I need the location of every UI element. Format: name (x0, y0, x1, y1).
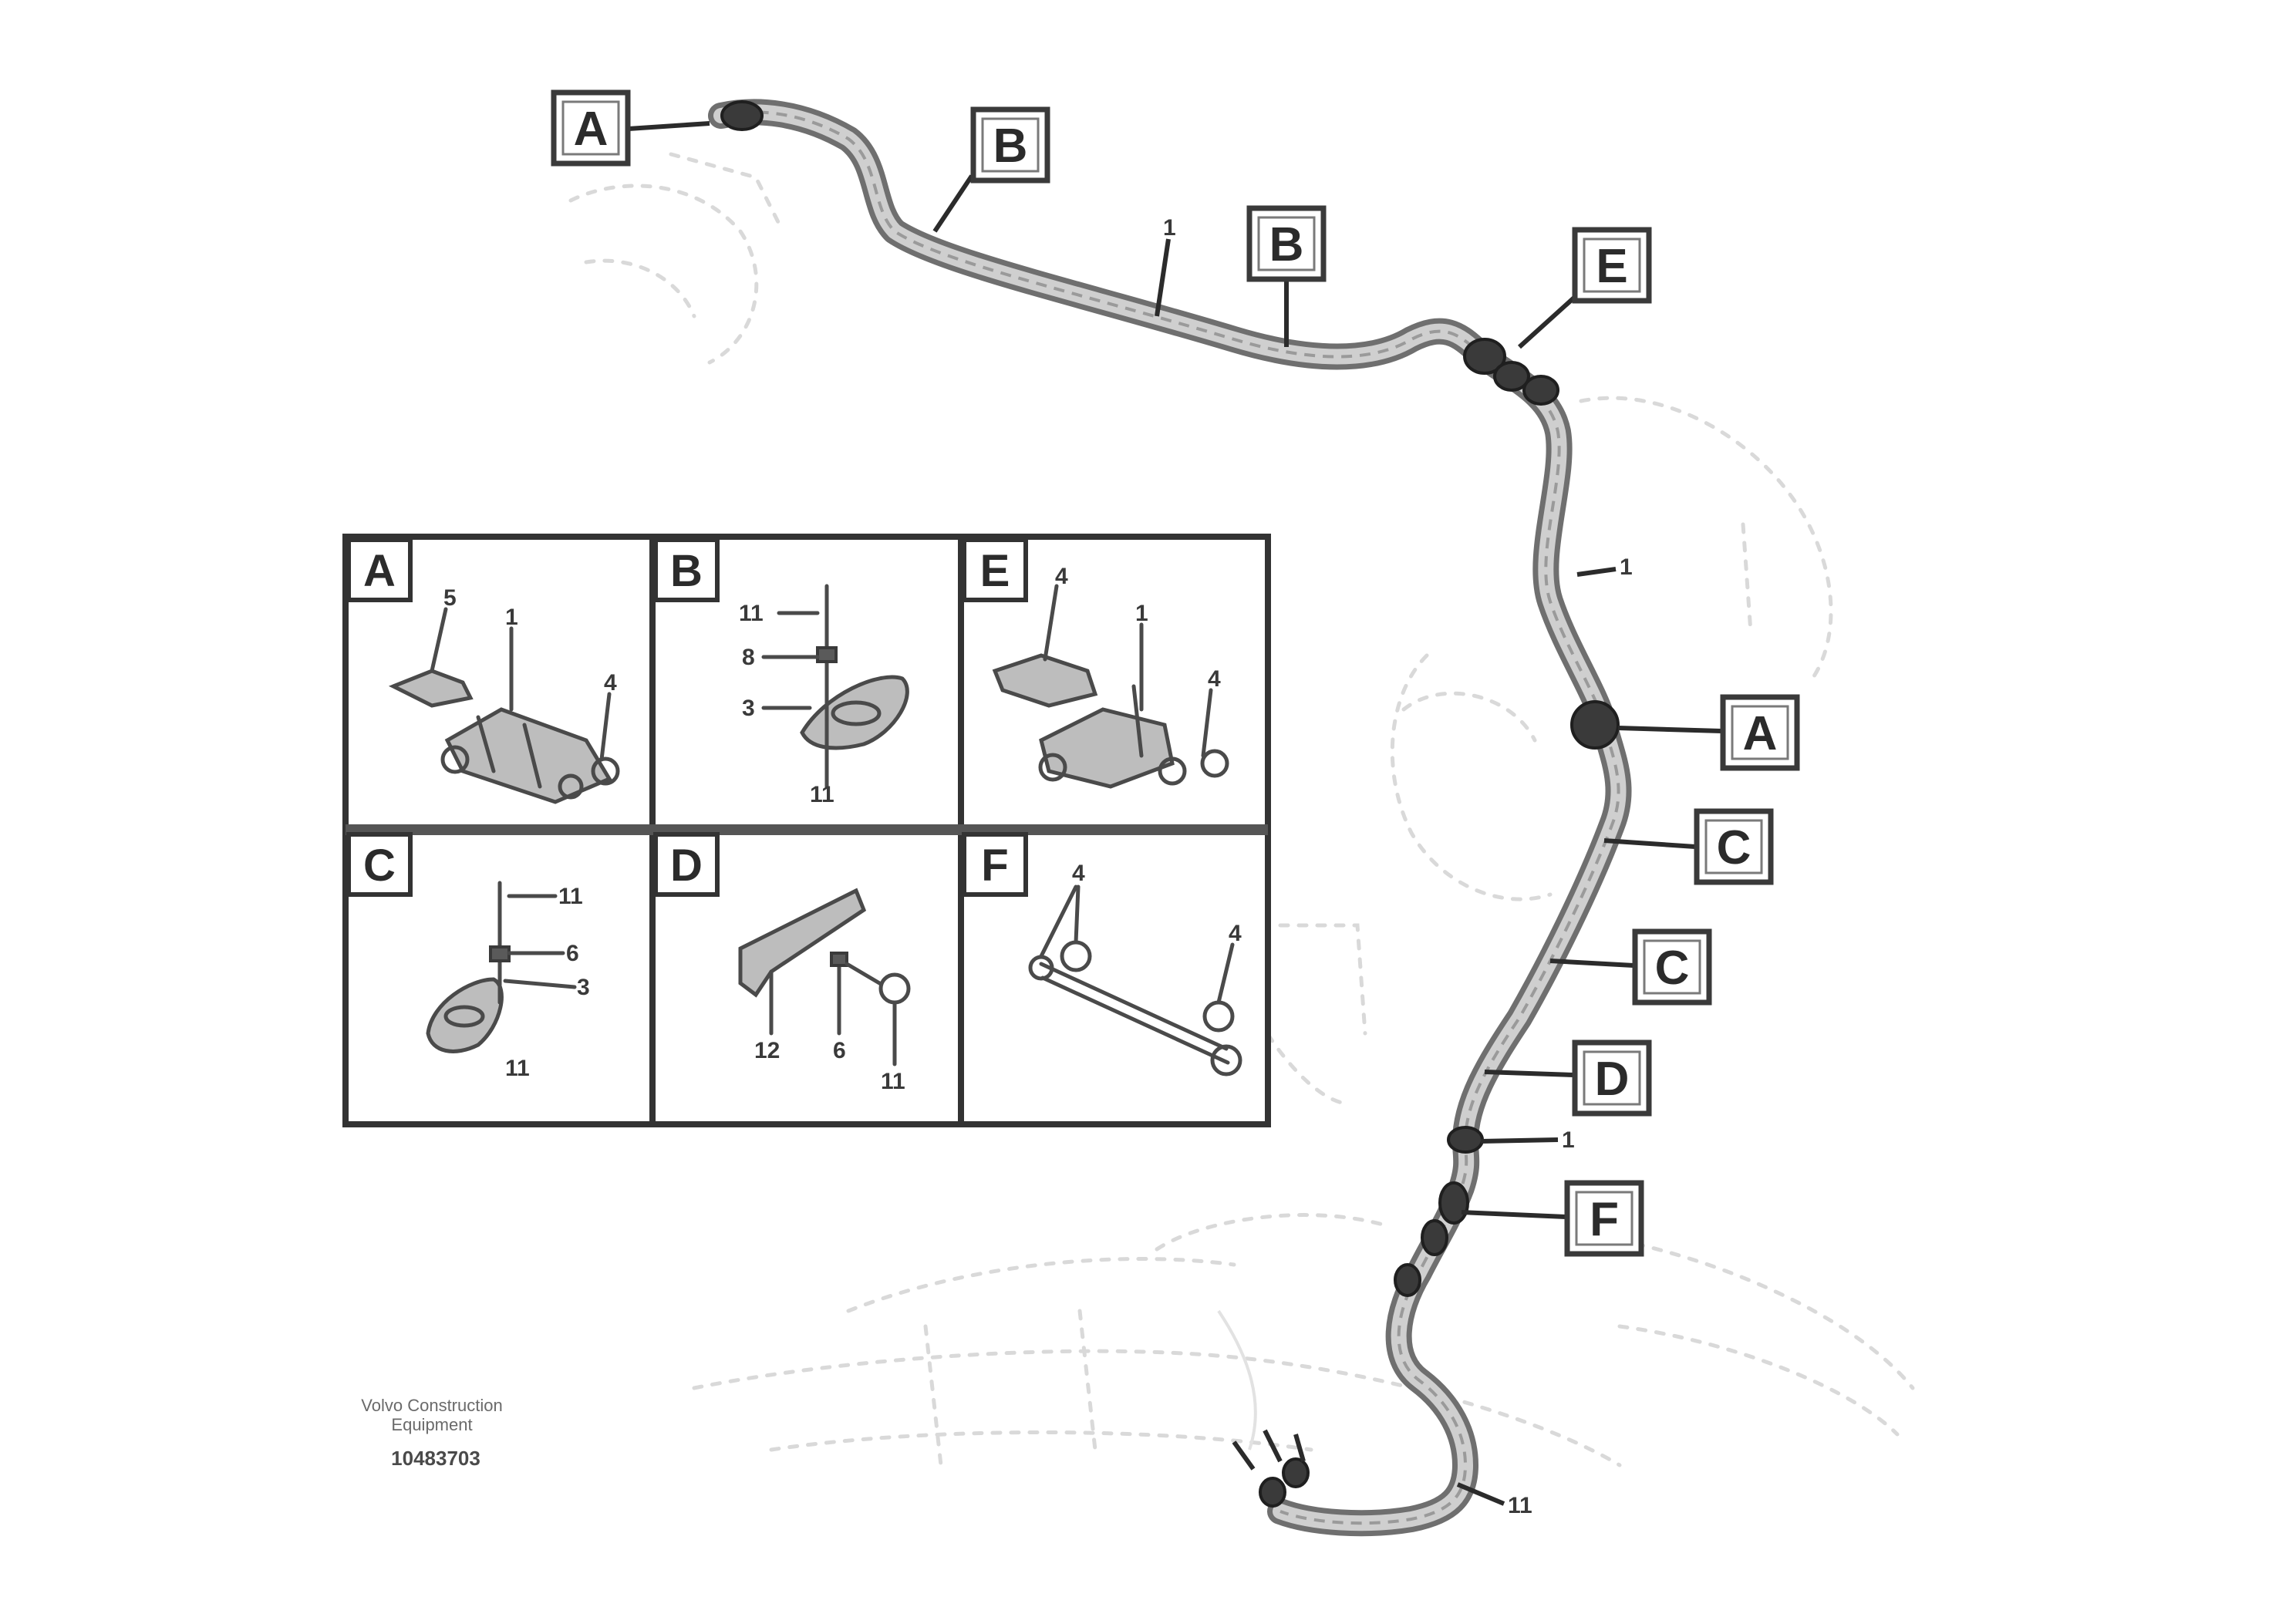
fitting-clamp-lower3 (1421, 1219, 1448, 1256)
reference-block: Volvo Construction Equipment 10483703 (361, 1396, 502, 1470)
panel-e-label-2: 1 (1135, 601, 1148, 626)
fitting-clamp-e3 (1522, 375, 1559, 406)
detail-panel-a: A 5 1 4 (346, 537, 620, 804)
panel-b-label-4: 11 (810, 782, 834, 807)
callout-label-d1: D (1595, 1053, 1630, 1106)
panel-f-label-2: 4 (1229, 921, 1242, 946)
panel-label-f: F (981, 841, 1008, 891)
fitting-clamp-e2 (1493, 361, 1530, 392)
callout-F: F (1461, 1180, 1644, 1257)
fitting-clamp-lower4 (1394, 1263, 1421, 1297)
detail-panel-grid: A 5 1 4 B 11 8 (342, 534, 1271, 1127)
panel-a-label-2: 1 (505, 605, 518, 630)
callout-E: E (1517, 227, 1652, 349)
panel-label-b: B (670, 546, 703, 596)
detail-panel-e: E 4 1 4 (962, 537, 1229, 789)
callout-B-mid: B (1246, 205, 1327, 347)
callout-label-c1: C (1717, 821, 1752, 874)
callout-B-upper: B (932, 106, 1050, 233)
panel-d-label-3: 11 (881, 1069, 905, 1094)
panel-a-label-1: 5 (443, 585, 457, 611)
part-label-p4: 11 (1508, 1493, 1532, 1518)
panel-a-label-3: 4 (604, 670, 617, 696)
callout-label-e1: E (1596, 240, 1627, 293)
callout-C-lower: C (1549, 928, 1712, 1006)
panel-label-e: E (980, 546, 1010, 596)
panel-f-label-1: 4 (1072, 861, 1085, 886)
panel-d-label-1: 12 (754, 1038, 780, 1063)
panel-label-d: D (670, 841, 703, 891)
callout-label-b1: B (993, 120, 1028, 173)
panel-d-label-2: 6 (833, 1038, 846, 1063)
fitting-top (720, 100, 764, 131)
panel-b-label-3: 3 (742, 696, 755, 721)
callout-label-a2: A (1743, 707, 1778, 760)
panel-c-label-1: 11 (558, 884, 583, 909)
callout-label-b2: B (1269, 218, 1304, 271)
detail-panel-f: F 4 4 (962, 832, 1242, 1076)
panel-c-label-3: 3 (577, 975, 590, 1000)
fitting-bottom2 (1259, 1477, 1286, 1508)
callout-label-c2: C (1655, 942, 1690, 995)
panel-e-label-3: 4 (1208, 666, 1221, 692)
callout-D: D (1484, 1039, 1652, 1117)
callout-A-top: A (551, 89, 710, 167)
part-label-p3: 1 (1562, 1127, 1575, 1153)
panel-e-label-1: 4 (1055, 564, 1068, 589)
panel-c-label-4: 11 (505, 1056, 530, 1081)
detail-panel-c: C 11 6 3 11 (346, 832, 590, 1081)
part-label-p1: 1 (1163, 215, 1176, 241)
fitting-clamp-a2 (1570, 700, 1620, 750)
detail-panel-b: B 11 8 3 11 (653, 537, 909, 807)
part-label-p2: 1 (1620, 554, 1633, 580)
reference-caption-line2: Equipment (391, 1415, 472, 1434)
reference-caption-line1: Volvo Construction (361, 1396, 502, 1415)
panel-c-label-2: 6 (566, 941, 579, 966)
callout-C-upper: C (1603, 808, 1774, 885)
detail-panel-d: D 12 6 11 (653, 832, 911, 1094)
bottom-small-labels (1232, 1429, 1306, 1471)
panel-b-label-1: 11 (739, 601, 764, 626)
panel-label-c: C (363, 841, 396, 891)
callout-label-f1: F (1590, 1193, 1619, 1246)
reference-code: 10483703 (391, 1447, 480, 1470)
hose-assembly (708, 99, 1632, 1537)
route-part-labels: 1 1 1 11 (1155, 215, 1633, 1518)
fitting-clamp-lower1 (1447, 1126, 1484, 1154)
fitting-bottom1 (1282, 1457, 1310, 1488)
panel-label-a: A (363, 546, 396, 596)
callout-label-a1: A (574, 103, 609, 156)
callout-A-right: A (1617, 694, 1800, 771)
fitting-clamp-lower2 (1438, 1181, 1469, 1225)
fitting-clamp-e1 (1463, 338, 1506, 375)
panel-b-label-2: 8 (742, 645, 755, 670)
